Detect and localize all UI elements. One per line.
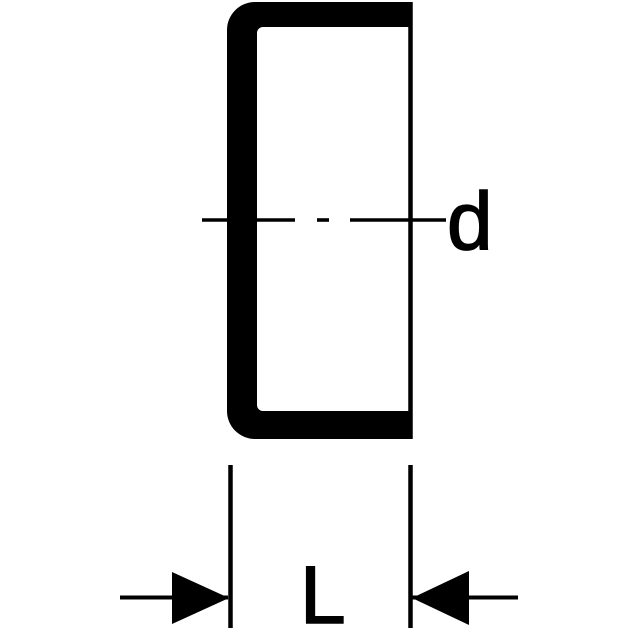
dimension-line-length: [120, 571, 518, 625]
cap-profile-shape: [227, 2, 412, 439]
length-label: L: [300, 550, 346, 640]
diameter-label: d: [447, 176, 493, 267]
arrow-left-icon: [412, 571, 469, 625]
arrow-right-icon: [172, 572, 229, 624]
